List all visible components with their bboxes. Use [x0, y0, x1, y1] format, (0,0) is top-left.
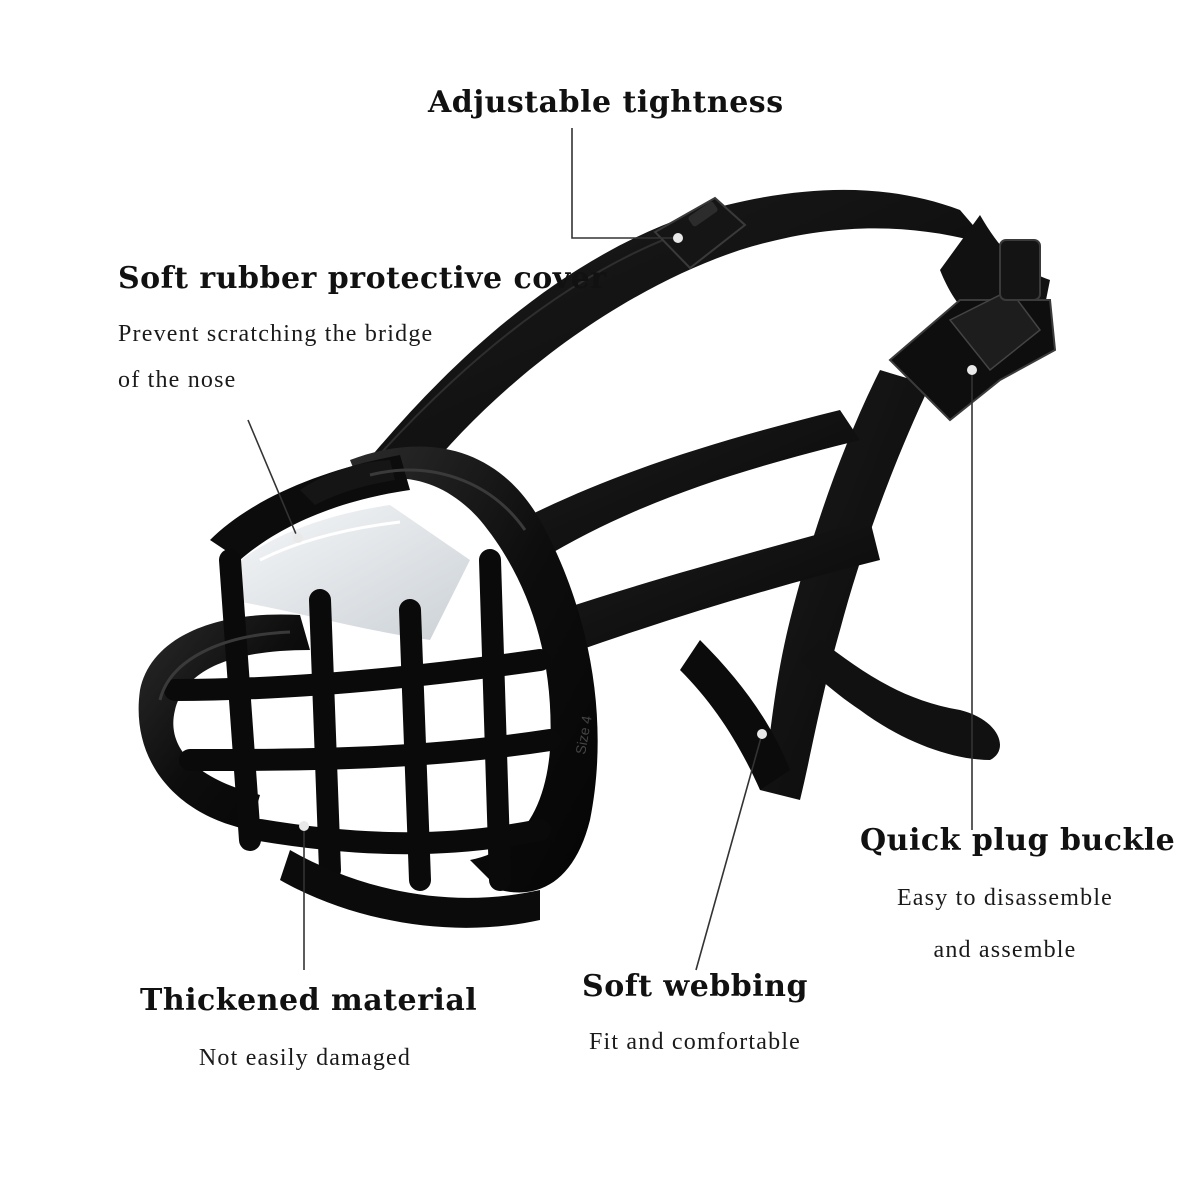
leader-dots — [293, 233, 977, 831]
material-title: Thickened material — [140, 983, 478, 1018]
webbing-title: Soft webbing — [582, 969, 808, 1004]
size-mark: Size 4 — [572, 714, 595, 755]
basket-cage: Size 4 — [138, 446, 598, 928]
leader-cover — [247, 419, 297, 535]
leader-lines — [247, 128, 973, 971]
dot-cover — [293, 533, 303, 543]
leader-webbing — [695, 733, 763, 971]
buckle-title: Quick plug buckle — [860, 823, 1176, 858]
quick-plug-buckle — [888, 239, 1057, 422]
dot-material — [299, 821, 309, 831]
cover-desc-line2: of the nose — [118, 367, 237, 393]
material-desc-line1: Not easily damaged — [198, 1045, 412, 1071]
dot-webbing — [757, 729, 767, 739]
cover-title: Soft rubber protective cover — [118, 261, 607, 296]
dot-buckle — [967, 365, 977, 375]
leader-adjustable — [571, 128, 676, 239]
buckle-desc-line2: and assemble — [933, 937, 1077, 963]
cover-desc-line1: Prevent scratching the bridge — [118, 321, 434, 347]
dot-adjustable — [673, 233, 683, 243]
lower-straps — [520, 410, 1000, 790]
adjuster-slider — [653, 196, 747, 270]
buckle-desc-line1: Easy to disassemble — [896, 885, 1114, 911]
adjustable-title: Adjustable tightness — [428, 85, 784, 120]
webbing-desc-line1: Fit and comfortable — [588, 1029, 802, 1055]
